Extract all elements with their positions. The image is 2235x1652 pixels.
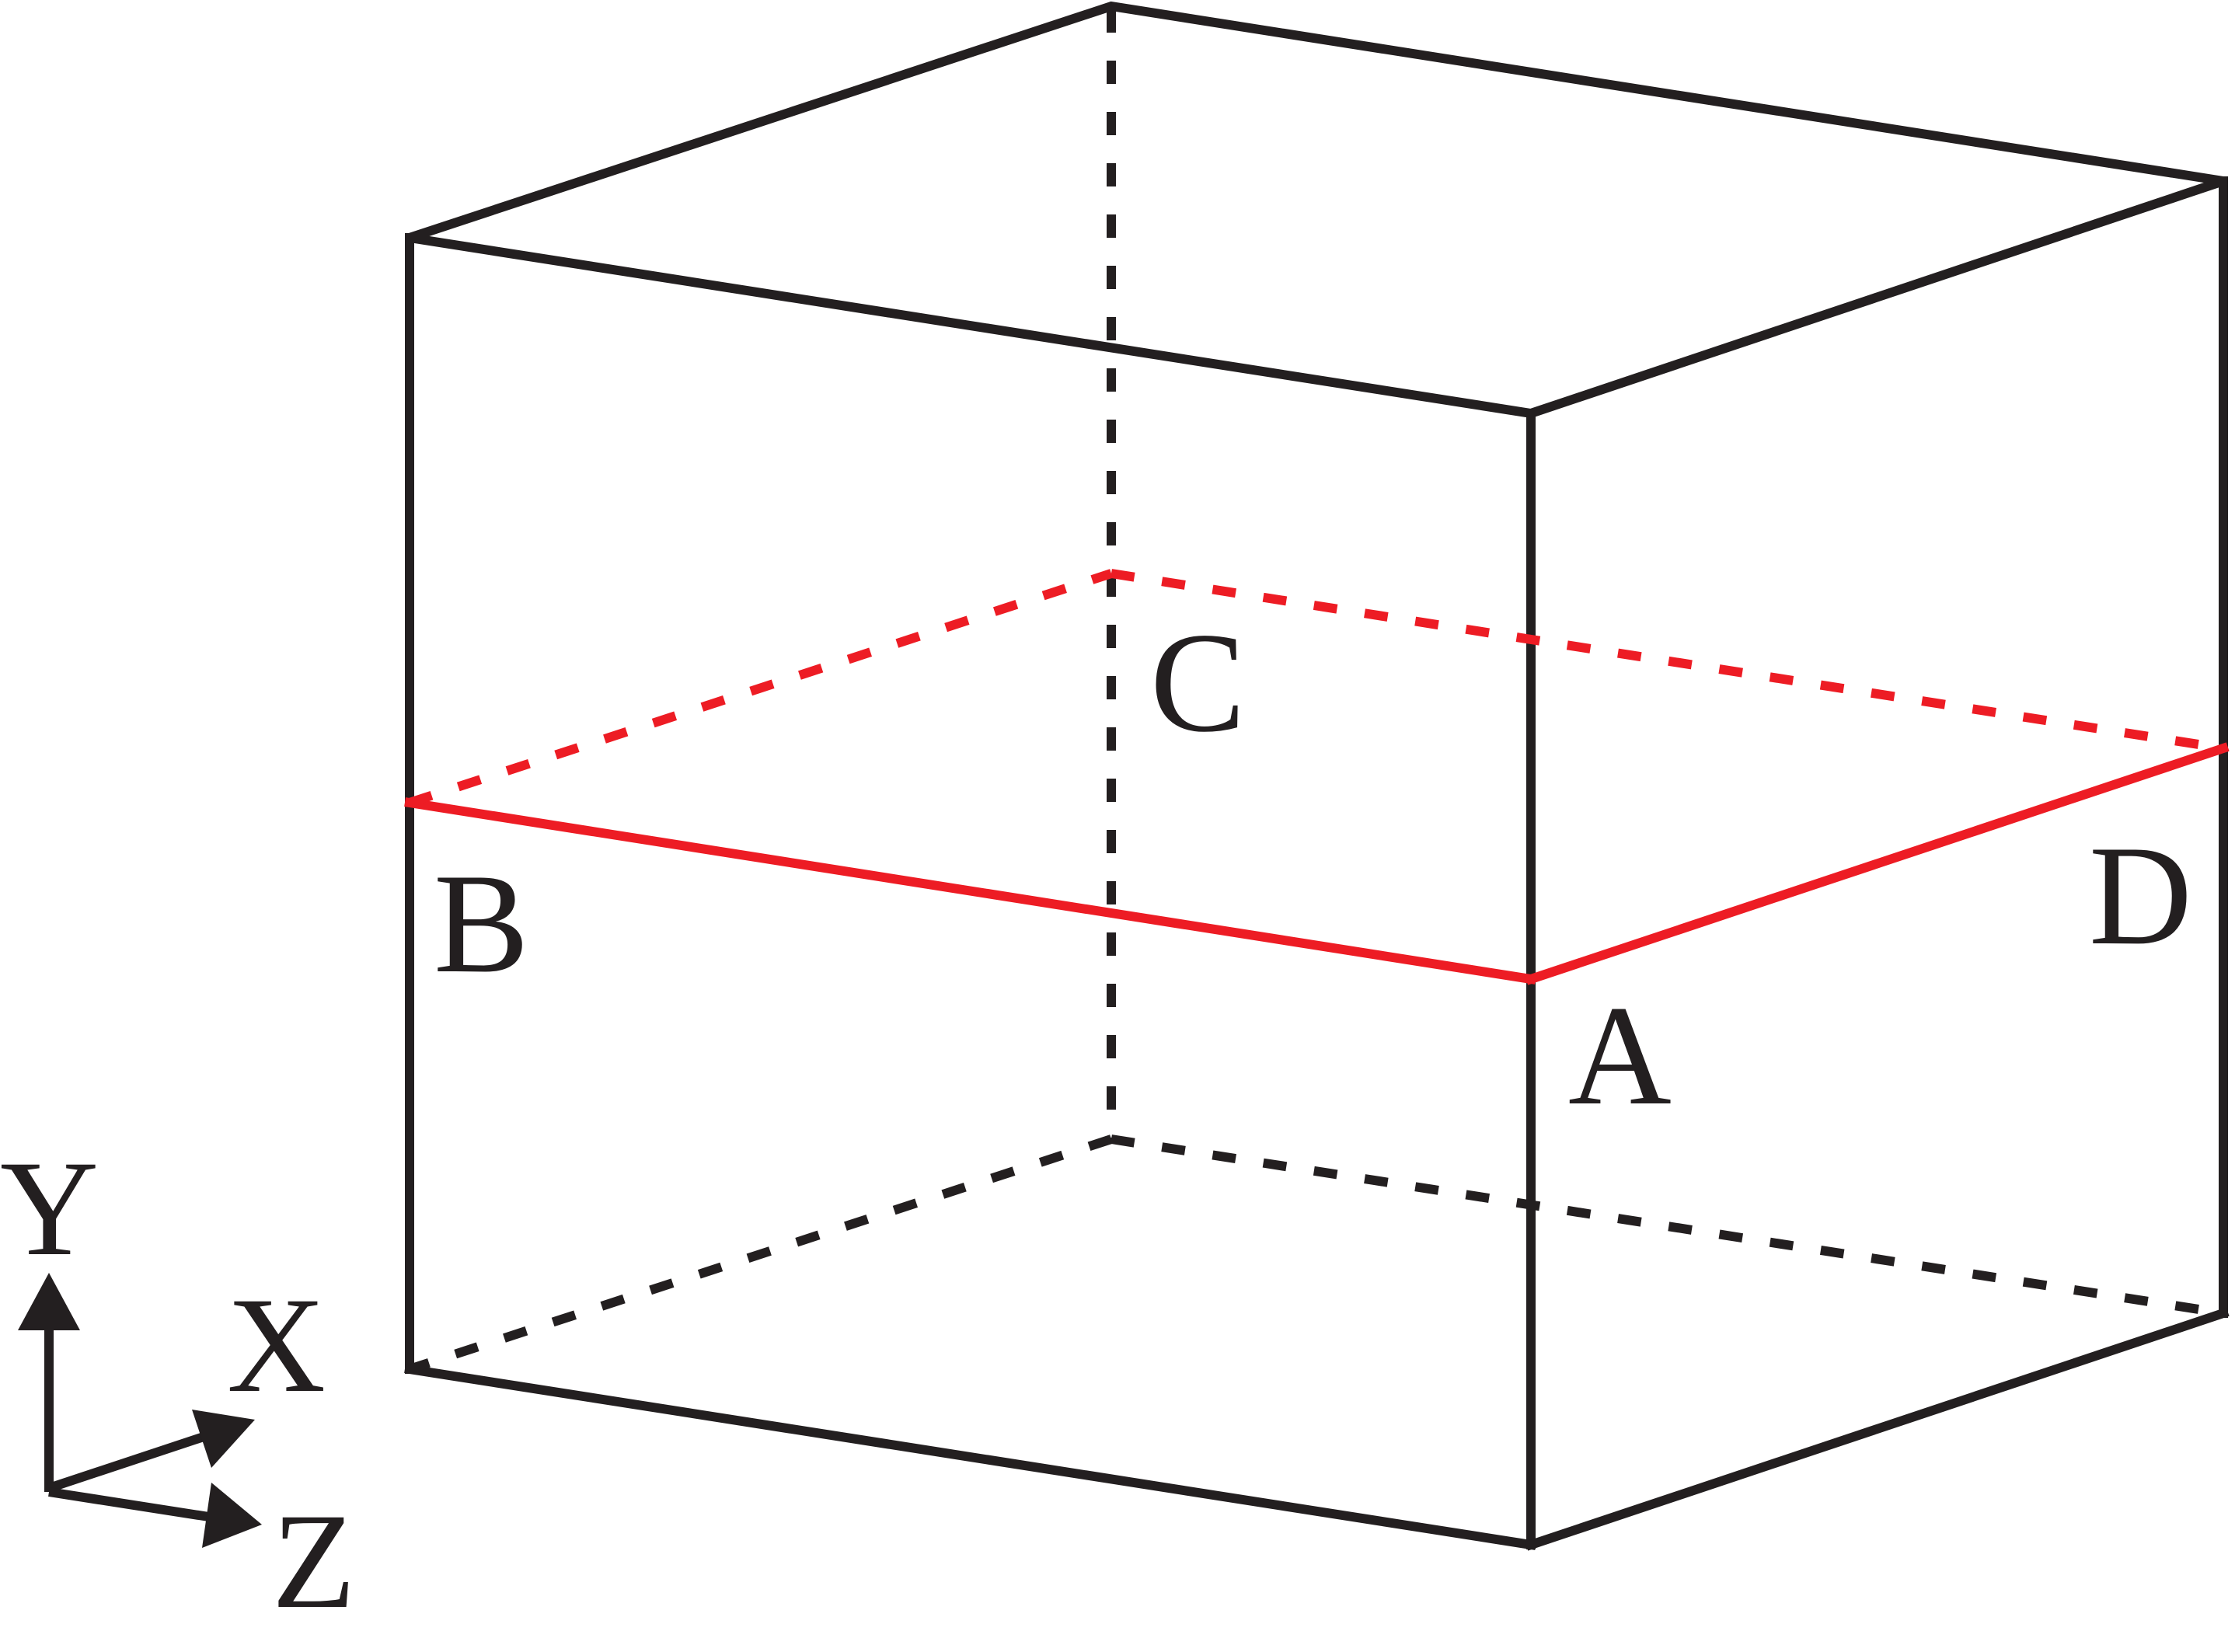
x-axis-arrow [47, 1431, 207, 1493]
cube-wireframe [404, 1, 2230, 1551]
y-axis-arrowhead [18, 1273, 80, 1330]
z-axis-arrow [48, 1487, 214, 1522]
plane-hidden-edge-cd [1111, 569, 2224, 753]
y-axis-label: Y [0, 1133, 99, 1284]
point-labels: A B C D [434, 603, 2192, 1134]
label-a: A [1568, 976, 1672, 1134]
cube-bottom-right-edge [1525, 1307, 2230, 1551]
axis-indicator: Y X Z [0, 1133, 356, 1637]
z-axis-label: Z [272, 1486, 356, 1637]
plane-front-edge-ad [1525, 742, 2230, 985]
x-axis-arrowhead [192, 1410, 255, 1468]
z-axis-arrowhead [202, 1483, 262, 1548]
cube-hidden-bottom-left-edge [408, 1134, 1113, 1374]
label-d: D [2089, 816, 2192, 974]
cube-top-face [408, 1, 2225, 419]
plane-hidden-edge-bc [408, 569, 1113, 807]
cube-hidden-bottom-right-edge [1111, 1134, 2224, 1318]
label-c: C [1150, 603, 1246, 762]
label-b: B [434, 844, 529, 1002]
plane-front-edge-ab [404, 797, 1536, 985]
section-plane [404, 569, 2230, 985]
x-axis-label: X [227, 1270, 326, 1421]
cube-bottom-left-edge [404, 1364, 1536, 1550]
